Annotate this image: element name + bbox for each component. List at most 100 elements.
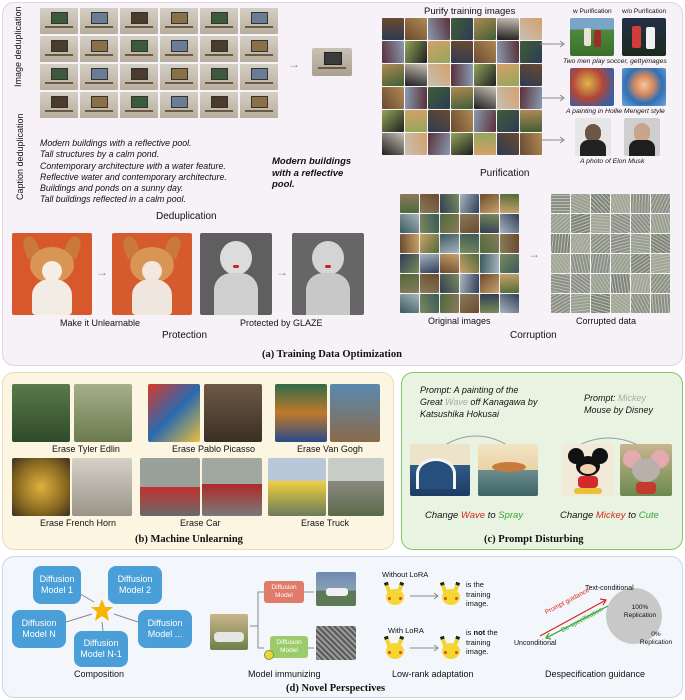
- original-image-tile: [480, 254, 499, 273]
- training-image-tile: [405, 87, 427, 109]
- immunized-model-box: Diffusion Model: [270, 636, 308, 658]
- replication-0-label: 0% Replication: [639, 631, 673, 646]
- corrupted-image-tile: [571, 194, 590, 213]
- original-image-tile: [400, 274, 419, 293]
- original-image-tile: [440, 194, 459, 213]
- duplicate-image-tile: [40, 36, 78, 62]
- corrupted-image-tile: [591, 254, 610, 273]
- protection-title: Protection: [162, 330, 208, 341]
- duplicate-image-tile: [120, 92, 158, 118]
- corrupted-image-tile: [631, 254, 650, 273]
- duplicate-image-tile: [200, 8, 238, 34]
- original-image-tile: [500, 214, 519, 233]
- noisy-generated-image: [316, 626, 356, 660]
- diffusion-model-ellipsis: Diffusion Model ...: [138, 610, 192, 648]
- unlearning-caption: Erase Car: [180, 518, 221, 528]
- tyler-erased-image: [74, 384, 132, 442]
- duplicate-image-tile: [120, 36, 158, 62]
- corrupted-image-tile: [551, 234, 570, 253]
- purify-caption: A painting in Hollie Mengert style: [566, 108, 665, 115]
- vangogh-original-image: [275, 384, 327, 442]
- original-image-tile: [460, 234, 479, 253]
- corrupted-image-tile: [591, 234, 610, 253]
- original-image-tile: [500, 194, 519, 213]
- unconditional-label: Unconditional: [514, 640, 557, 647]
- picasso-original-image: [148, 384, 200, 442]
- corrupted-image-tile: [611, 294, 630, 313]
- original-image-tile: [420, 214, 439, 233]
- training-image-tile: [474, 133, 496, 155]
- original-image-tile: [480, 214, 499, 233]
- car-input-image: [210, 614, 248, 650]
- duplicate-image-tile: [80, 64, 118, 90]
- training-image-tile: [405, 41, 427, 63]
- caption-dedup-label: Caption deduplication: [15, 113, 25, 200]
- original-image-tile: [440, 234, 459, 253]
- original-image-tile: [440, 274, 459, 293]
- original-image-tile: [420, 294, 439, 313]
- corrupted-data-grid: [551, 194, 670, 313]
- arrow-right-icon: →: [288, 57, 300, 71]
- lora-arrows: [410, 592, 439, 652]
- training-image-tile: [382, 18, 404, 40]
- original-image-tile: [400, 194, 419, 213]
- purify-header: Purify training images: [424, 6, 516, 17]
- unlearning-caption: Erase Pablo Picasso: [172, 444, 256, 454]
- dedup-result-image: [312, 48, 352, 76]
- unlearning-caption: Erase Van Gogh: [297, 444, 363, 454]
- training-image-tile: [474, 87, 496, 109]
- training-image-tile: [520, 64, 542, 86]
- unlearning-caption: Erase French Horn: [40, 518, 117, 528]
- composition-caption: Composition: [74, 669, 125, 679]
- training-image-tile: [428, 87, 450, 109]
- corrupted-image-tile: [651, 294, 670, 313]
- training-image-tile: [382, 64, 404, 86]
- corrupted-image-tile: [651, 214, 670, 233]
- purify-arrows: [540, 40, 565, 144]
- original-image-tile: [500, 254, 519, 273]
- caption-list: Modern buildings with a reflective pool.…: [40, 138, 227, 206]
- change-mickey-caption: Change Mickey to Cute: [560, 510, 659, 521]
- panel-b-title: (b) Machine Unlearning: [135, 534, 243, 545]
- arrow-right-icon: →: [96, 265, 108, 279]
- caption-item: Contemporary architecture with a water f…: [40, 160, 226, 171]
- duplicate-image-tile: [240, 36, 278, 62]
- corgi-original-image: [12, 233, 92, 315]
- training-image-tile: [451, 64, 473, 86]
- duplicate-image-tile: [80, 92, 118, 118]
- training-image-tile: [497, 64, 519, 86]
- training-image-tile: [520, 133, 542, 155]
- original-image-tile: [460, 274, 479, 293]
- training-image-tile: [497, 110, 519, 132]
- duplicate-image-tile: [160, 64, 198, 90]
- corrupted-image-tile: [611, 214, 630, 233]
- training-image-tile: [382, 87, 404, 109]
- corgi-unlearnable-image: [112, 233, 192, 315]
- purify-caption: A photo of Elon Musk: [580, 158, 645, 165]
- corrupted-image-tile: [551, 254, 570, 273]
- soccer-unpurified-image: [622, 18, 666, 56]
- original-image-tile: [460, 254, 479, 273]
- replication-100-label: 100% Replication: [623, 604, 657, 619]
- original-image-tile: [400, 214, 419, 233]
- original-image-tile: [420, 254, 439, 273]
- pikachu-image: [439, 581, 462, 606]
- vangogh-erased-image: [330, 384, 380, 442]
- original-image-tile: [480, 274, 499, 293]
- purify-image-grid: [382, 18, 542, 155]
- original-image-tile: [460, 294, 479, 313]
- deduplication-title: Deduplication: [156, 211, 217, 222]
- original-image-tile: [440, 254, 459, 273]
- statue-glaze-image: [292, 233, 364, 315]
- unlearning-caption: Erase Tyler Edlin: [52, 444, 120, 454]
- corrupted-image-tile: [551, 194, 570, 213]
- training-image-tile: [497, 18, 519, 40]
- diffusion-model-1: Diffusion Model 1: [33, 566, 81, 604]
- tyler-original-image: [12, 384, 70, 442]
- training-image-tile: [451, 18, 473, 40]
- corrupted-image-tile: [551, 274, 570, 293]
- corrupted-image-tile: [611, 254, 630, 273]
- arrow-right-icon: →: [528, 247, 540, 261]
- training-image-tile: [405, 64, 427, 86]
- pikachu-image: [383, 581, 406, 606]
